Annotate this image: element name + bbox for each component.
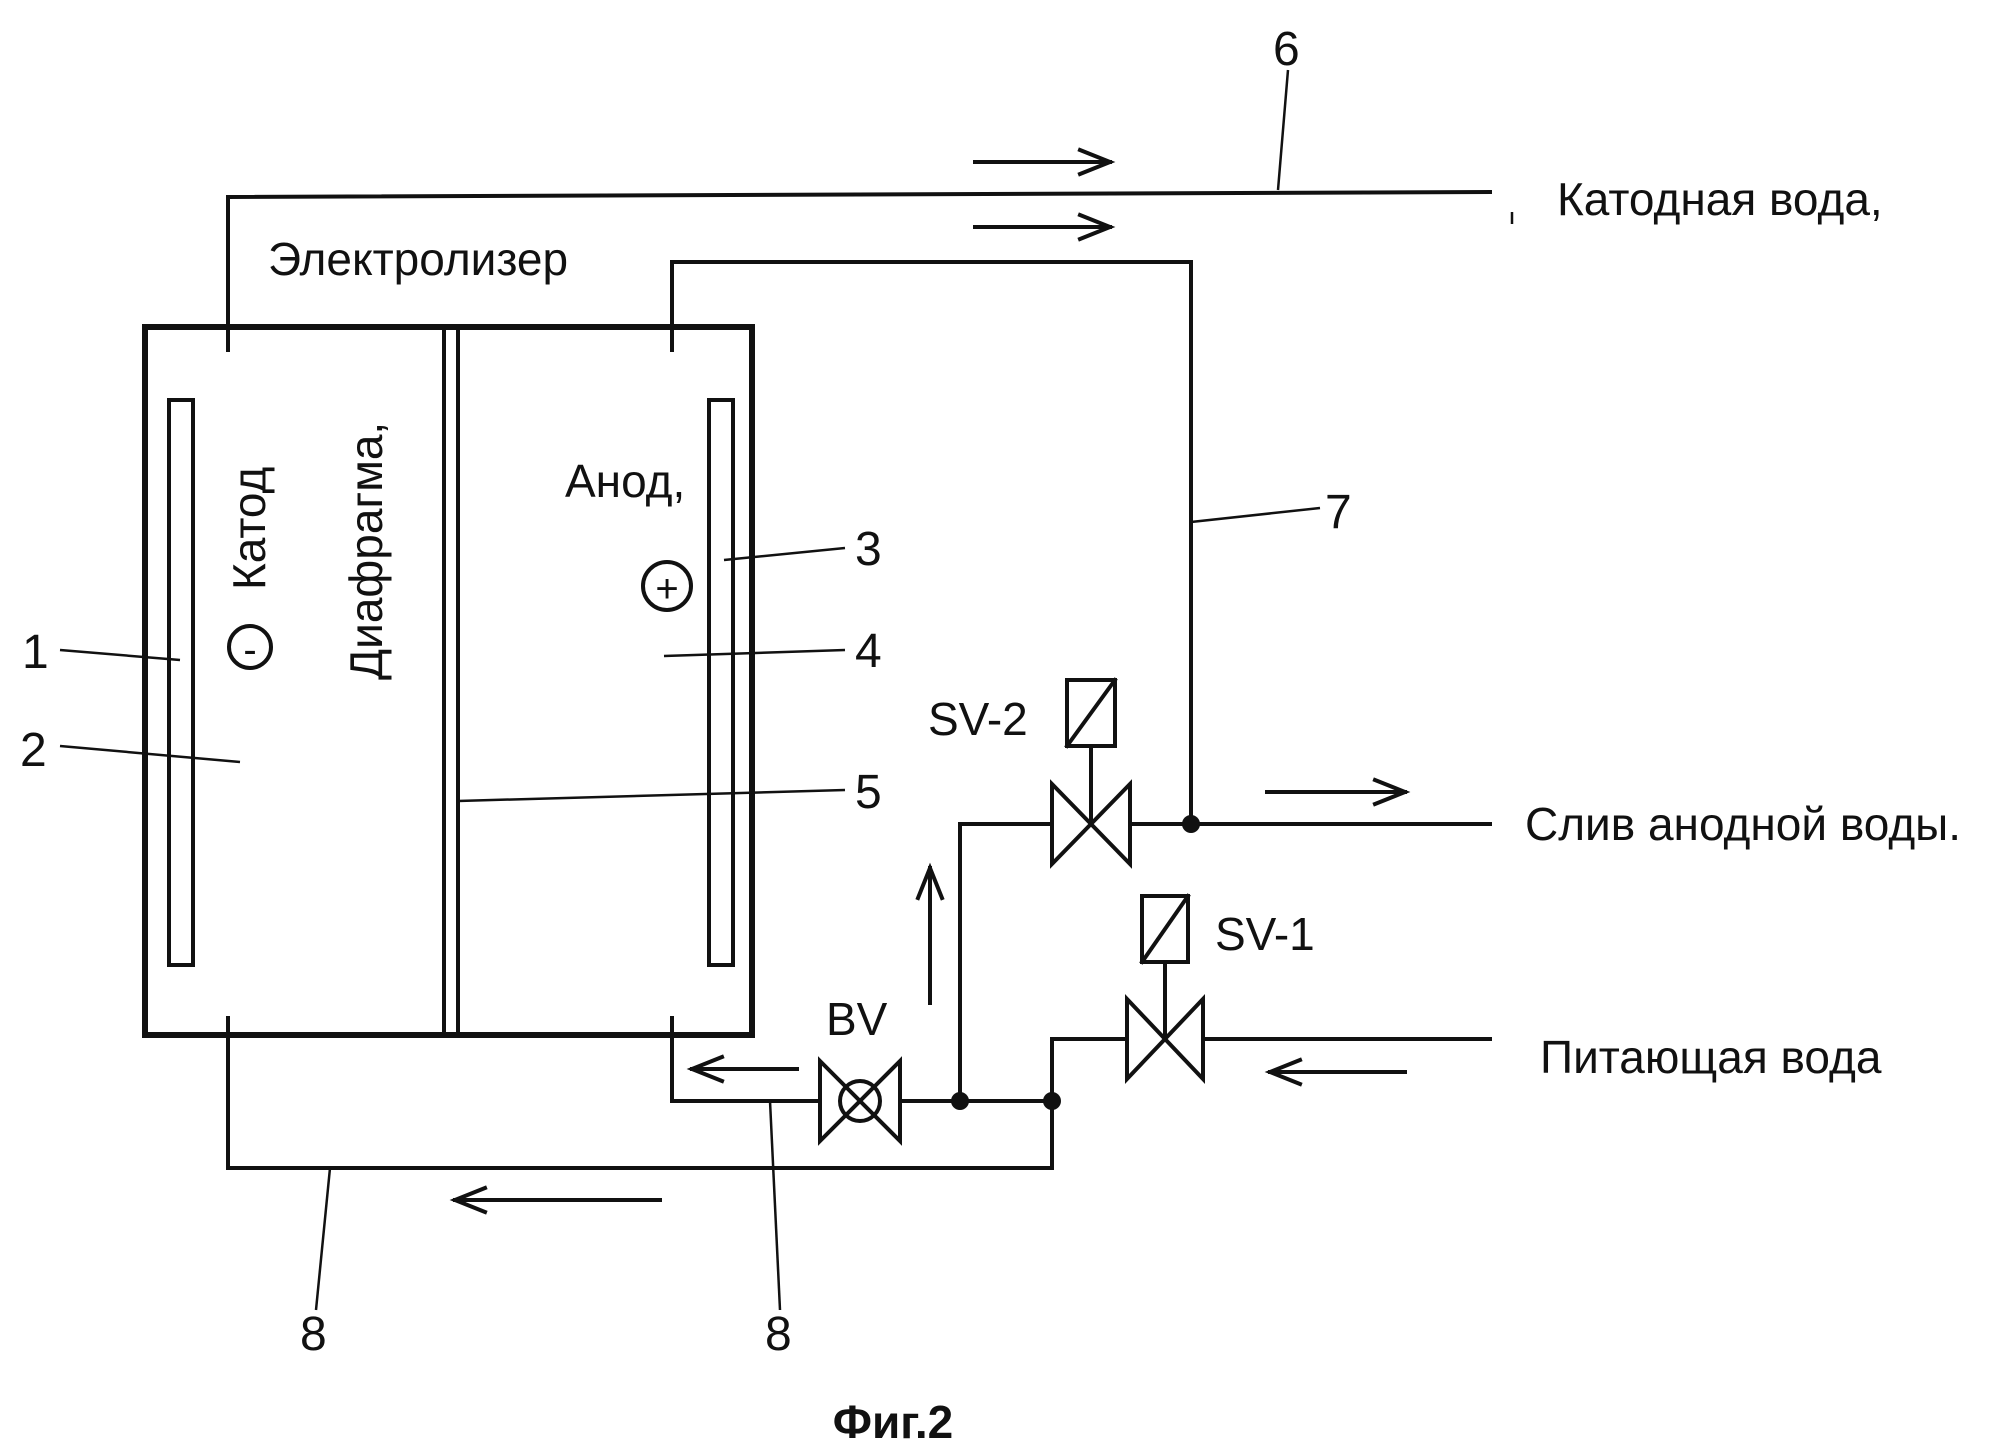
sv1-actuator <box>1140 894 1190 964</box>
ref-number-5: 5 <box>855 766 882 819</box>
arrow-anode-inlet-head <box>686 1054 725 1084</box>
ref-number-8-left: 8 <box>300 1308 327 1361</box>
cathode-water-label: Катодная вода, <box>1557 173 1883 225</box>
anode-label: Анод, <box>565 455 685 507</box>
bv-valve-right <box>857 1056 902 1146</box>
leader-lines <box>59 69 1321 1311</box>
diaphragm-label: Диафрагма, <box>340 422 392 680</box>
sv2-label: SV-2 <box>928 693 1028 745</box>
ref-number-3: 3 <box>855 523 882 576</box>
sv1-label: SV-1 <box>1215 908 1315 960</box>
leader-7 <box>1190 506 1321 524</box>
figure-caption: Фиг.2 <box>833 1396 953 1448</box>
anode-water-drain-label: Слив анодной воды. <box>1525 798 1961 850</box>
leader-2 <box>59 744 241 764</box>
leader-6 <box>1276 69 1290 191</box>
plus-circle <box>641 560 693 612</box>
bv-label: BV <box>826 993 888 1045</box>
arrow-return-head <box>449 1185 488 1215</box>
cathode-minus-symbol: - <box>227 624 273 672</box>
sv2-valve-left <box>1050 779 1094 869</box>
leader-3 <box>723 546 846 562</box>
leader-4 <box>663 648 846 658</box>
feed-to-junction-pipe <box>1050 1037 1129 1103</box>
cathode-water-pipe <box>226 189 1493 352</box>
leader-8-right <box>768 1100 782 1311</box>
anode-electrode <box>707 398 735 967</box>
sv1-valve-right <box>1162 993 1205 1085</box>
electrolyzer-housing <box>142 324 755 1038</box>
bypass-to-sv2-pipe <box>958 822 1054 1103</box>
ref-number-2: 2 <box>20 724 47 777</box>
anode-inlet-pipe <box>670 1016 822 1103</box>
arrow-anode-water-head <box>1077 212 1116 242</box>
sv2-actuator <box>1065 678 1117 748</box>
cathode-electrode <box>167 398 195 967</box>
sv2-valve-right <box>1088 779 1132 869</box>
anode-plus-symbol: + <box>641 560 693 612</box>
leader-5 <box>457 788 846 803</box>
arrow-feed-head <box>1264 1057 1303 1087</box>
anode-water-pipe <box>670 260 1193 826</box>
arrow-up-head <box>915 862 945 901</box>
feed-water-label: Питающая вода <box>1540 1031 1882 1083</box>
leader-1 <box>59 648 181 662</box>
sv1-valve-left <box>1125 993 1168 1085</box>
bv-valve <box>818 1056 902 1146</box>
flow-arrows <box>449 147 1411 1215</box>
electrolyzer-label: Электролизер <box>268 233 568 285</box>
cathode-label: Катод <box>223 467 275 590</box>
sv1-actuator-slash <box>1139 893 1191 965</box>
bv-valve-left <box>818 1056 863 1146</box>
bv-cross-b <box>843 1084 877 1118</box>
plus-sign: + <box>655 567 678 611</box>
minus-circle <box>227 624 273 670</box>
drain-junction <box>1182 815 1200 833</box>
ref-number-7: 7 <box>1325 486 1352 539</box>
sv2-actuator-slash <box>1064 677 1118 749</box>
ref-number-8-right: 8 <box>765 1308 792 1361</box>
arrow-drain-head <box>1372 777 1411 807</box>
ref-number-1: 1 <box>22 626 49 679</box>
minus-sign: - <box>243 628 256 672</box>
sv1-valve <box>1125 893 1205 1085</box>
ref-number-6: 6 <box>1273 23 1300 76</box>
leader-8-left <box>314 1167 332 1311</box>
cathode-inlet-pipe <box>226 1016 1054 1170</box>
arrow-cathode-water-head <box>1077 147 1116 177</box>
sv2-valve <box>1050 677 1132 869</box>
ref-number-4: 4 <box>855 625 882 678</box>
